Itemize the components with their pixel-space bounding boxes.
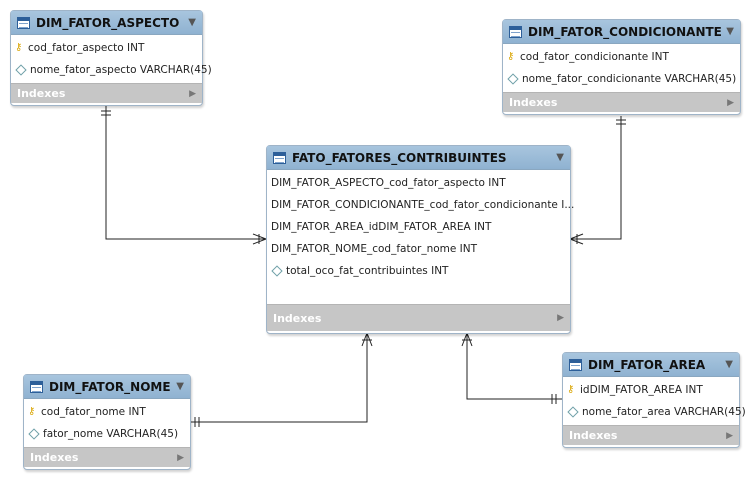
column-row[interactable]: DIM_FATOR_NOME_cod_fator_nome INT xyxy=(267,238,570,260)
table-name: DIM_FATOR_ASPECTO xyxy=(36,15,180,30)
collapse-arrow-icon[interactable]: ▼ xyxy=(556,152,564,163)
expand-arrow-icon[interactable]: ▶ xyxy=(557,313,564,323)
indexes-label: Indexes xyxy=(17,87,66,100)
collapse-arrow-icon[interactable]: ▼ xyxy=(176,381,184,392)
column-label: total_oco_fat_contribuintes INT xyxy=(286,265,449,277)
table-name: FATO_FATORES_CONTRIBUINTES xyxy=(292,150,507,165)
table-icon xyxy=(30,380,43,393)
indexes-label: Indexes xyxy=(509,96,558,109)
column-label: DIM_FATOR_AREA_idDIM_FATOR_AREA INT xyxy=(271,221,492,233)
column-label: fator_nome VARCHAR(45) xyxy=(43,428,179,440)
column-label: DIM_FATOR_CONDICIONANTE_cod_fator_condic… xyxy=(271,199,575,211)
indexes-label: Indexes xyxy=(30,451,79,464)
table-icon xyxy=(273,151,286,164)
table-header[interactable]: DIM_FATOR_ASPECTO ▼ xyxy=(11,11,202,35)
column-row[interactable]: nome_fator_condicionante VARCHAR(45) xyxy=(503,68,740,90)
table-dim-fator-area[interactable]: DIM_FATOR_AREA ▼ ⚷ idDIM_FATOR_AREA INT … xyxy=(562,352,746,448)
column-row[interactable]: fator_nome VARCHAR(45) xyxy=(24,423,190,445)
diamond-icon xyxy=(15,64,27,76)
table-dim-fator-nome[interactable]: DIM_FATOR_NOME ▼ ⚷ cod_fator_nome INT fa… xyxy=(23,374,191,470)
table-header[interactable]: DIM_FATOR_AREA ▼ xyxy=(563,353,739,377)
expand-arrow-icon[interactable]: ▶ xyxy=(727,97,734,108)
relationship-area-fato[interactable] xyxy=(461,332,562,404)
expand-arrow-icon[interactable]: ▶ xyxy=(177,452,184,463)
column-label: idDIM_FATOR_AREA INT xyxy=(580,384,703,396)
column-label: cod_fator_nome INT xyxy=(41,406,146,418)
collapse-arrow-icon[interactable]: ▼ xyxy=(725,359,733,370)
diamond-icon xyxy=(567,406,579,418)
table-icon xyxy=(17,16,30,29)
table-fato-fatores-contribuintes[interactable]: FATO_FATORES_CONTRIBUINTES ▼ DIM_FATOR_A… xyxy=(266,145,574,334)
column-row[interactable]: DIM_FATOR_CONDICIONANTE_cod_fator_condic… xyxy=(267,194,574,216)
table-name: DIM_FATOR_NOME xyxy=(49,379,171,394)
table-dim-fator-condicionante[interactable]: DIM_FATOR_CONDICIONANTE ▼ ⚷ cod_fator_co… xyxy=(502,19,741,115)
column-label: nome_fator_condicionante VARCHAR(45) xyxy=(522,73,737,85)
column-row[interactable]: ⚷ cod_fator_aspecto INT xyxy=(11,37,202,59)
table-icon xyxy=(569,358,582,371)
column-row[interactable]: ⚷ cod_fator_nome INT xyxy=(24,401,190,423)
primary-key-icon: ⚷ xyxy=(507,51,515,62)
column-label: cod_fator_condicionante INT xyxy=(520,51,669,63)
indexes-label: Indexes xyxy=(569,429,618,442)
primary-key-icon: ⚷ xyxy=(28,406,36,417)
column-label: nome_fator_area VARCHAR(45) xyxy=(582,406,746,418)
collapse-arrow-icon[interactable]: ▼ xyxy=(188,17,196,28)
column-label: DIM_FATOR_NOME_cod_fator_nome INT xyxy=(271,243,478,255)
table-header[interactable]: FATO_FATORES_CONTRIBUINTES ▼ xyxy=(267,146,570,170)
diamond-icon xyxy=(507,73,519,85)
relationship-nome-fato[interactable] xyxy=(190,332,373,427)
diamond-icon xyxy=(28,428,40,440)
table-header[interactable]: DIM_FATOR_NOME ▼ xyxy=(24,375,190,399)
diamond-icon xyxy=(271,265,283,277)
indexes-section[interactable]: Indexes ▶ xyxy=(503,92,740,112)
table-name: DIM_FATOR_AREA xyxy=(588,357,706,372)
indexes-section[interactable]: Indexes ▶ xyxy=(24,447,190,467)
relationship-aspecto-fato[interactable] xyxy=(101,106,267,245)
table-dim-fator-aspecto[interactable]: DIM_FATOR_ASPECTO ▼ ⚷ cod_fator_aspecto … xyxy=(10,10,212,106)
expand-arrow-icon[interactable]: ▶ xyxy=(726,430,733,441)
indexes-section[interactable]: Indexes ▶ xyxy=(563,425,739,445)
table-icon xyxy=(509,25,522,38)
indexes-label: Indexes xyxy=(273,311,322,325)
indexes-section[interactable]: Indexes ▶ xyxy=(267,304,570,331)
column-row[interactable]: ⚷ idDIM_FATOR_AREA INT xyxy=(563,379,739,401)
primary-key-icon: ⚷ xyxy=(567,384,575,395)
collapse-arrow-icon[interactable]: ▼ xyxy=(726,26,734,37)
indexes-section[interactable]: Indexes ▶ xyxy=(11,83,202,103)
relationship-condicionante-fato[interactable] xyxy=(569,116,626,245)
table-name: DIM_FATOR_CONDICIONANTE xyxy=(528,24,722,39)
column-row[interactable]: ⚷ cod_fator_condicionante INT xyxy=(503,46,740,68)
expand-arrow-icon[interactable]: ▶ xyxy=(189,88,196,99)
column-row[interactable]: nome_fator_area VARCHAR(45) xyxy=(563,401,746,423)
column-row[interactable]: DIM_FATOR_AREA_idDIM_FATOR_AREA INT xyxy=(267,216,570,238)
column-label: DIM_FATOR_ASPECTO_cod_fator_aspecto INT xyxy=(271,177,506,189)
primary-key-icon: ⚷ xyxy=(15,42,23,53)
column-label: nome_fator_aspecto VARCHAR(45) xyxy=(30,64,212,76)
column-row[interactable]: nome_fator_aspecto VARCHAR(45) xyxy=(11,59,212,81)
column-row[interactable]: total_oco_fat_contribuintes INT xyxy=(267,260,570,282)
column-row[interactable]: DIM_FATOR_ASPECTO_cod_fator_aspecto INT xyxy=(267,172,570,194)
table-header[interactable]: DIM_FATOR_CONDICIONANTE ▼ xyxy=(503,20,740,44)
column-label: cod_fator_aspecto INT xyxy=(28,42,145,54)
